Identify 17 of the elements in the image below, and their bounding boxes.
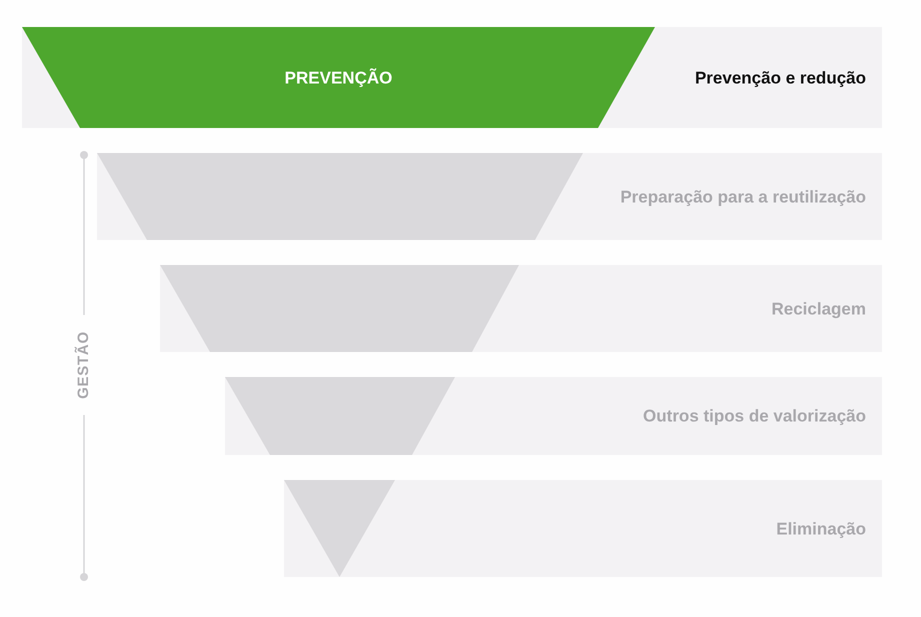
level-label: Prevenção e redução [694, 66, 866, 89]
level-band [22, 27, 882, 128]
level-title: PREVENÇÃO [284, 66, 392, 89]
level-band [225, 377, 882, 455]
triangle-shape [284, 480, 395, 577]
trapezoid-shape [97, 153, 583, 240]
level-label: Preparação para a reutilização [620, 186, 866, 208]
level-label: Reciclagem [772, 298, 866, 320]
trapezoid-shape [22, 27, 655, 128]
level-band [160, 265, 882, 352]
trapezoid-shape [225, 377, 455, 455]
level-band [284, 480, 882, 577]
level-label: Outros tipos de valorização [643, 405, 866, 428]
level-band [97, 153, 882, 240]
trapezoid-shape [160, 265, 519, 352]
bracket-label: GESTÃO [74, 331, 93, 399]
level-label: Eliminação [776, 518, 866, 540]
